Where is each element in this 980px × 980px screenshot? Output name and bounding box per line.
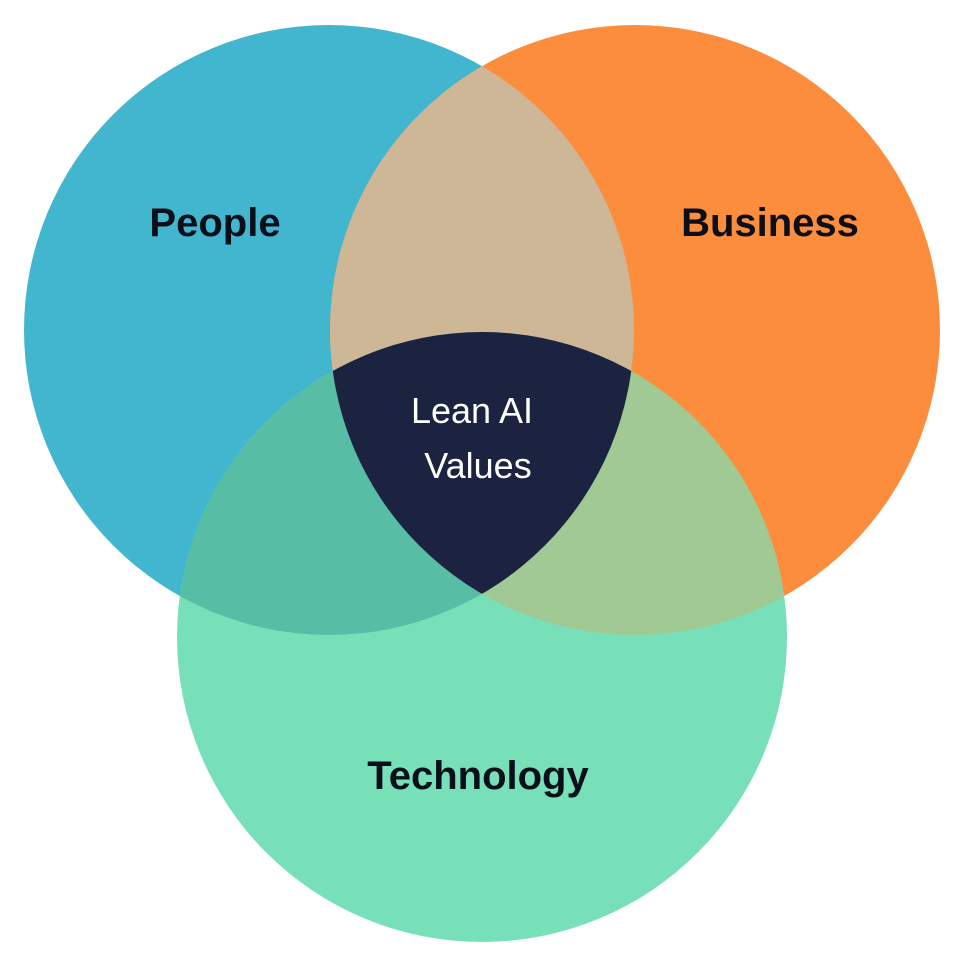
center-label-line1: Lean AI	[411, 390, 533, 431]
people-technology-overlap	[177, 332, 634, 635]
technology-label: Technology	[367, 754, 589, 798]
people-label: People	[149, 201, 280, 245]
business-label: Business	[681, 201, 859, 245]
center-label-line2: Values	[424, 445, 531, 486]
business-technology-overlap	[330, 332, 787, 635]
